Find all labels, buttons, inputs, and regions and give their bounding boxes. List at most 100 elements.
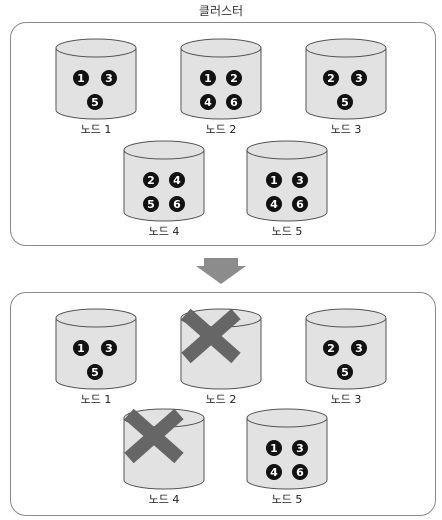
partition-number: 2 (147, 174, 155, 187)
cylinder-top (305, 38, 387, 58)
partition-number: 3 (296, 174, 304, 187)
cylinder-top (180, 38, 262, 58)
node-label: 노드 3 (330, 123, 362, 136)
partition-badge (337, 94, 353, 110)
node-label: 노드 4 (148, 493, 180, 506)
node-label: 노드 1 (80, 123, 112, 136)
cylinder-top (55, 308, 137, 328)
partition-badge (292, 440, 308, 456)
partition-number: 5 (147, 198, 155, 211)
cluster-title: 클러스터 (198, 4, 244, 18)
partition-number: 1 (270, 442, 278, 455)
partition-badge (292, 172, 308, 188)
cylinder-body (305, 48, 387, 120)
partition-badge (87, 364, 103, 380)
partition-number: 1 (77, 342, 85, 355)
cylinder-icon: 1 35 (55, 308, 137, 390)
partition-number: 5 (341, 96, 349, 109)
partition-badge (351, 340, 367, 356)
cylinder-icon: 1 3 4 6 (246, 408, 328, 490)
partition-number: 1 (77, 72, 85, 85)
partition-number: 4 (270, 198, 278, 211)
failed-cross-icon (181, 308, 241, 364)
cylinder-icon: 1 3 4 6 (246, 140, 328, 222)
partition-badge (200, 70, 216, 86)
cylinder-icon: 2 35 (305, 308, 387, 390)
partition-badge (323, 70, 339, 86)
partition-number: 6 (230, 96, 238, 109)
partition-number: 3 (296, 442, 304, 455)
partition-number: 2 (230, 72, 238, 85)
failed-cross-icon (124, 408, 184, 464)
node-label: 노드 3 (330, 393, 362, 406)
down-arrow-icon (196, 258, 246, 284)
partition-number: 3 (105, 342, 113, 355)
cylinder-icon: 2 35 (305, 38, 387, 120)
cylinder-top (246, 140, 328, 160)
node-card: 노드 2 (180, 308, 262, 406)
partition-number: 5 (91, 96, 99, 109)
partition-badge (226, 94, 242, 110)
cylinder-top (305, 308, 387, 328)
cylinder-top (123, 140, 205, 160)
partition-badge (169, 172, 185, 188)
partition-number: 6 (173, 198, 181, 211)
cylinder-body (55, 48, 137, 120)
partition-badge (200, 94, 216, 110)
partition-badge (351, 70, 367, 86)
partition-badge (292, 196, 308, 212)
partition-badge (73, 340, 89, 356)
cylinder-body (246, 150, 328, 222)
partition-badge (337, 364, 353, 380)
partition-number: 3 (355, 342, 363, 355)
partition-badge (323, 340, 339, 356)
partition-number: 6 (296, 466, 304, 479)
partition-badge (87, 94, 103, 110)
partition-badge (143, 196, 159, 212)
cylinder-top (55, 38, 137, 58)
partition-number: 2 (327, 342, 335, 355)
partition-badge (226, 70, 242, 86)
node-label: 노드 4 (148, 225, 180, 238)
partition-number: 5 (91, 366, 99, 379)
partition-badge (292, 464, 308, 480)
partition-badge (101, 70, 117, 86)
cylinder-body (55, 318, 137, 390)
node-label: 노드 1 (80, 393, 112, 406)
partition-badge (73, 70, 89, 86)
partition-badge (266, 196, 282, 212)
partition-number: 4 (204, 96, 212, 109)
partition-badge (266, 464, 282, 480)
partition-number: 1 (204, 72, 212, 85)
partition-number: 3 (355, 72, 363, 85)
cylinder-body (180, 48, 262, 120)
cylinder-icon: 1 35 (55, 38, 137, 120)
partition-number: 4 (270, 466, 278, 479)
partition-badge (266, 172, 282, 188)
partition-number: 1 (270, 174, 278, 187)
cylinder-top (246, 408, 328, 428)
node-label: 노드 5 (271, 225, 303, 238)
partition-badge (143, 172, 159, 188)
node-card: 1 3 4 6 노드 5 (246, 140, 328, 238)
partition-number: 3 (105, 72, 113, 85)
partition-number: 2 (327, 72, 335, 85)
cylinder-body (246, 418, 328, 490)
partition-badge (266, 440, 282, 456)
node-card: 노드 4 (123, 408, 205, 506)
node-label: 노드 2 (205, 393, 237, 406)
cylinder-body (123, 150, 205, 222)
partition-number: 5 (341, 366, 349, 379)
partition-number: 6 (296, 198, 304, 211)
cylinder-body (305, 318, 387, 390)
partition-badge (101, 340, 117, 356)
